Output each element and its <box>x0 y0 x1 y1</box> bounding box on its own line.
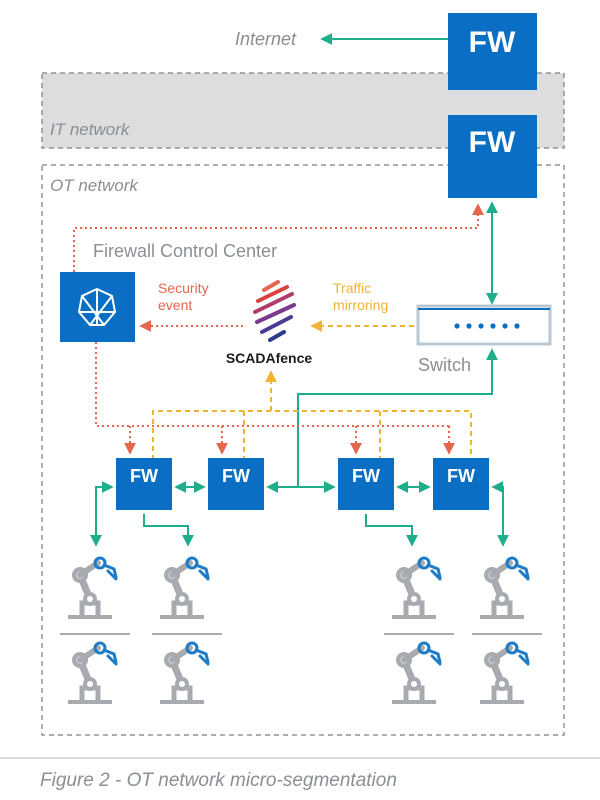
robot-arm-icon <box>392 643 440 704</box>
firewall-control-center <box>60 272 135 342</box>
ot-firewall-4: FW <box>433 458 489 510</box>
fcc-to-firewall-dotted <box>73 203 484 272</box>
scadafence-label: SCADAfence <box>226 350 313 366</box>
fw1-robots-link-right <box>143 514 194 547</box>
internet-label: Internet <box>235 29 297 49</box>
scadafence-logo <box>253 280 296 342</box>
robot-arm-icon <box>480 558 528 619</box>
fw4-robots-link <box>491 481 509 547</box>
fcc-label: Firewall Control Center <box>93 241 277 261</box>
robot-arm-icon <box>160 558 208 619</box>
svg-text:FW: FW <box>222 466 250 486</box>
svg-text:FW: FW <box>130 466 158 486</box>
robot-arm-icon <box>160 643 208 704</box>
fw1-robots-link-left <box>90 481 114 547</box>
mirroring-bus <box>152 410 472 460</box>
figure-caption: Figure 2 - OT network micro-segmentation <box>40 770 397 791</box>
globe-icon <box>77 287 117 326</box>
switch-label: Switch <box>418 355 471 375</box>
ot-firewall-2: FW <box>208 458 264 510</box>
traffic-mirroring-label: Traffic mirroring <box>333 280 388 313</box>
svg-text:FW: FW <box>469 26 516 59</box>
security-event-label: Security event <box>158 280 212 313</box>
robot-arm-icon <box>480 643 528 704</box>
ot-firewall-3: FW <box>338 458 394 510</box>
ot-network-label: OT network <box>50 176 139 195</box>
robot-arm-icon <box>68 558 116 619</box>
ot-firewall-1: FW <box>116 458 172 510</box>
svg-text:FW: FW <box>469 126 516 159</box>
ot-network-zone <box>41 164 565 736</box>
robot-cell-2 <box>152 558 222 704</box>
robot-arm-icon <box>68 643 116 704</box>
robot-cell-4 <box>472 558 542 704</box>
fw3-robots-link <box>365 514 418 547</box>
svg-text:FW: FW <box>352 466 380 486</box>
it-network-label: IT network <box>50 120 131 139</box>
switch-to-ot-link <box>297 348 498 487</box>
it-ot-firewall: FW <box>448 115 537 198</box>
robot-arm-icon <box>392 558 440 619</box>
robot-cell-1 <box>60 558 130 704</box>
svg-text:FW: FW <box>447 466 475 486</box>
switch-icon <box>416 304 552 346</box>
robot-cell-3 <box>384 558 454 704</box>
internet-firewall: FW <box>448 13 537 90</box>
